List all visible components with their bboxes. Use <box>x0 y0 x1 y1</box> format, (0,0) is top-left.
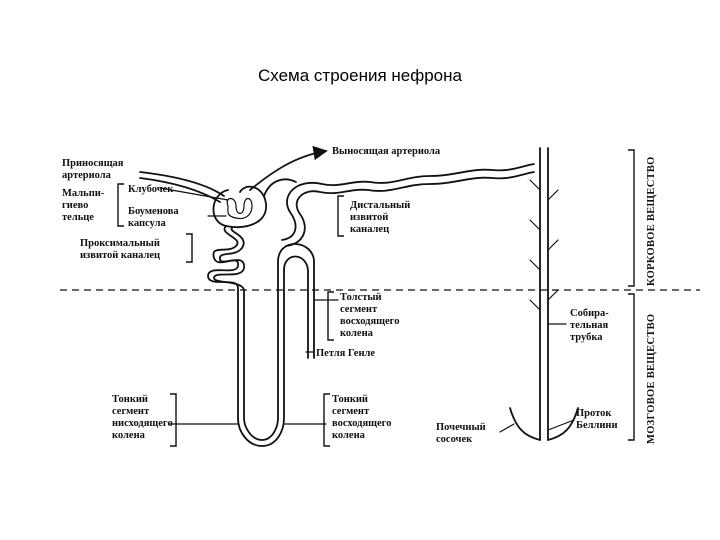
descending-limb-inner <box>243 261 279 441</box>
label-collecting: Собира- <box>570 308 609 319</box>
proximal-tubule-wall <box>213 227 245 301</box>
label-thick-4: колена <box>340 328 374 339</box>
ascending-thick-inner <box>277 243 315 359</box>
label-thick-3: восходящего <box>340 316 399 327</box>
thick-brace <box>327 291 334 341</box>
label-proximal-2: извитой каналец <box>80 250 160 261</box>
proximal-brace <box>186 233 193 263</box>
label-thin-asc-3: восходящего <box>332 418 391 429</box>
label-distal-2: извитой <box>350 212 388 223</box>
descending-limb <box>237 269 285 447</box>
label-thick-2: сегмент <box>340 304 378 315</box>
label-bellini: Проток <box>576 408 612 419</box>
efferent-arteriole <box>249 145 328 191</box>
label-medulla: МОЗГОВОЕ ВЕЩЕСТВО <box>646 314 657 444</box>
label-cortex: КОРКОВОЕ ВЕЩЕСТВО <box>646 156 657 286</box>
label-collecting-3: трубка <box>570 332 603 343</box>
cortex-brace <box>628 149 635 287</box>
glomerulus <box>226 197 253 220</box>
malpighian-brace <box>117 183 124 227</box>
label-papilla: Почечный <box>436 422 486 433</box>
label-thin-desc: Тонкий <box>112 394 148 405</box>
label-bowman: Боуменова <box>128 206 179 217</box>
label-distal: Дистальный <box>350 200 410 211</box>
label-thin-asc-4: колена <box>332 430 366 441</box>
label-distal-3: каналец <box>350 224 389 235</box>
juxtaglomerular-loop <box>263 178 297 197</box>
bowman-capsule <box>212 185 267 228</box>
label-efferent: Выносящая артериола <box>332 146 441 157</box>
distal-brace <box>337 195 344 237</box>
label-afferent: Приносящая <box>62 158 124 169</box>
label-bellini-2: Беллини <box>576 420 618 431</box>
label-thin-asc: Тонкий <box>332 394 368 405</box>
label-henle: Петля Генле <box>316 348 375 359</box>
slide-title: Схема строения нефрона <box>258 66 462 85</box>
label-thin-desc-2: сегмент <box>112 406 150 417</box>
label-glomerulus: Клубочек <box>128 184 174 195</box>
distal-tubule-wall <box>281 163 535 241</box>
distal-tubule <box>285 171 535 247</box>
renal-papilla <box>509 407 541 441</box>
proximal-tubule <box>207 225 239 301</box>
leader-papilla <box>499 423 515 433</box>
renal-papilla-right <box>547 407 579 441</box>
label-malpighian-3: тельце <box>62 212 94 223</box>
leader-glomerulus <box>159 187 229 201</box>
label-collecting-2: тельная <box>570 320 609 331</box>
label-thin-desc-3: нисходящего <box>112 418 173 429</box>
medulla-brace <box>628 293 635 441</box>
label-papilla-2: сосочек <box>436 434 473 445</box>
leader-bellini <box>547 419 575 431</box>
afferent-arteriole <box>139 171 225 197</box>
label-malpighian-2: гиево <box>62 200 88 211</box>
afferent-arteriole-wall <box>139 177 221 203</box>
ascending-thick-segment <box>283 255 309 359</box>
label-malpighian: Мальпи- <box>62 188 105 199</box>
thin-desc-brace <box>170 393 177 447</box>
collecting-duct-branches <box>529 179 559 311</box>
label-thick: Толстый <box>340 292 382 303</box>
label-proximal: Проксимальный <box>80 238 160 249</box>
label-afferent-2: артериола <box>62 170 112 181</box>
label-bowman-2: капсула <box>128 218 166 229</box>
label-thin-desc-4: колена <box>112 430 146 441</box>
thin-asc-brace <box>323 393 330 447</box>
label-thin-asc-2: сегмент <box>332 406 370 417</box>
